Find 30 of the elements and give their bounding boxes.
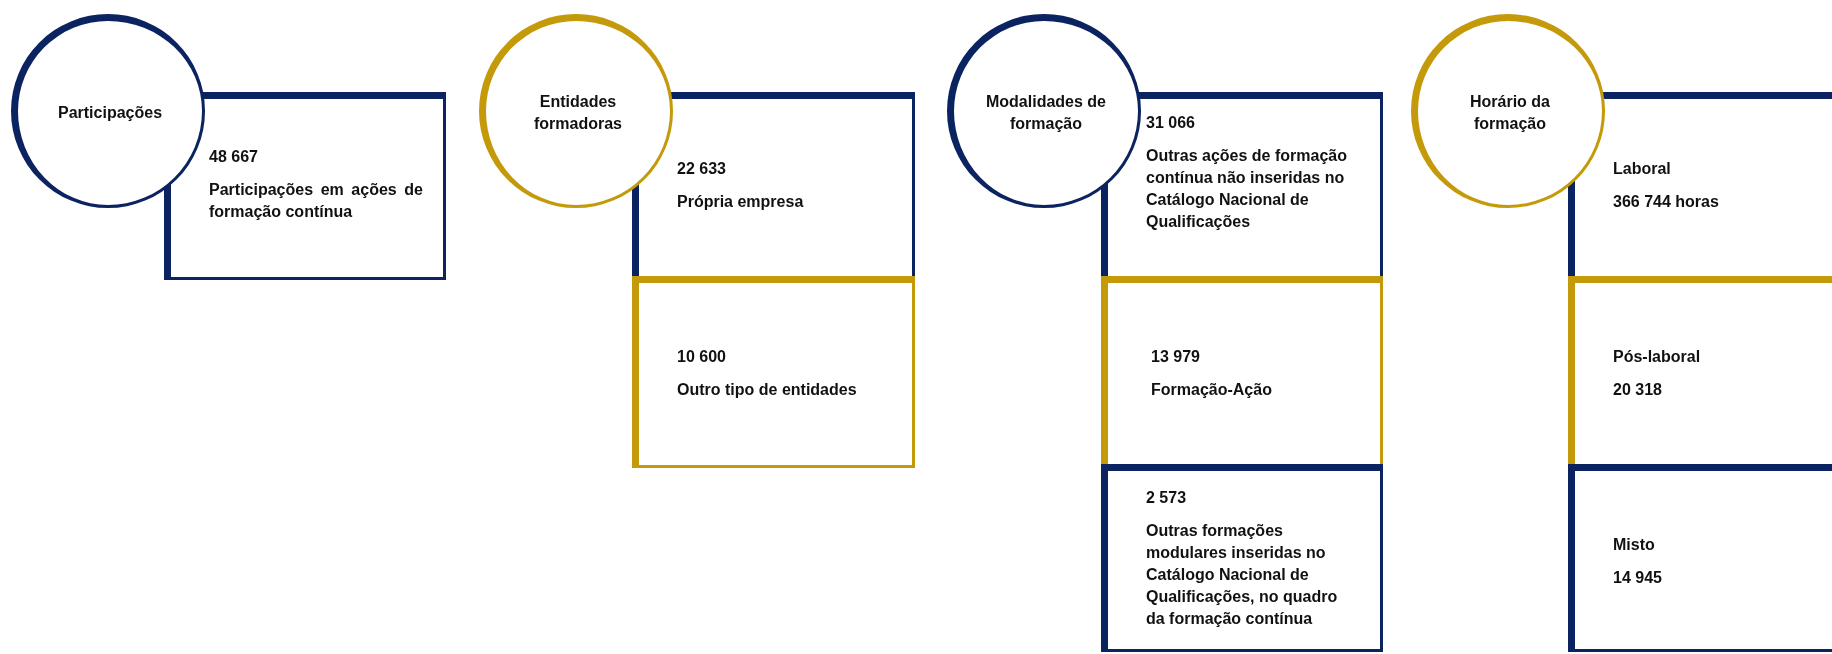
data-box (164, 92, 446, 280)
data-box (1568, 92, 1832, 276)
data-box (1568, 464, 1832, 652)
description-text: Participações em ações de formação contínua (209, 180, 423, 222)
category-title: Entidades formadoras (533, 92, 623, 134)
description-text: 14 945 (1613, 568, 1663, 588)
value-text: 48 667 (209, 147, 259, 167)
value-text: 22 633 (677, 159, 727, 179)
category-title: Horário da formação (1469, 92, 1551, 134)
category-title: Modalidades de formação (985, 92, 1107, 134)
value-text: 10 600 (677, 347, 727, 367)
value-text: 13 979 (1150, 347, 1201, 367)
value-text: 2 573 (1146, 488, 1188, 508)
description-text: Outro tipo de entidades (677, 380, 858, 400)
data-box (1101, 276, 1383, 464)
value-text: 31 066 (1146, 113, 1196, 133)
description-text: Formação-Ação (1150, 380, 1273, 400)
category-title: Participações (56, 103, 164, 123)
data-box (632, 276, 915, 468)
value-text: Misto (1613, 535, 1656, 555)
value-text: Laboral (1613, 159, 1672, 179)
description-text: 20 318 (1613, 380, 1663, 400)
description-text: Outras formações modulares inseridas no Catálogo Nacional de Qualificações, no quadro da formação contínua (1146, 521, 1339, 629)
value-text: Pós-laboral (1613, 347, 1702, 367)
data-box (1568, 276, 1832, 464)
description-text: Outras ações de formação contínua não inseridas no Catálogo Nacional de Qualificações (1146, 146, 1348, 232)
data-box (1101, 464, 1383, 652)
description-text: Própria empresa (677, 192, 805, 212)
description-text: 366 744 horas (1613, 192, 1720, 212)
data-box (632, 92, 915, 276)
